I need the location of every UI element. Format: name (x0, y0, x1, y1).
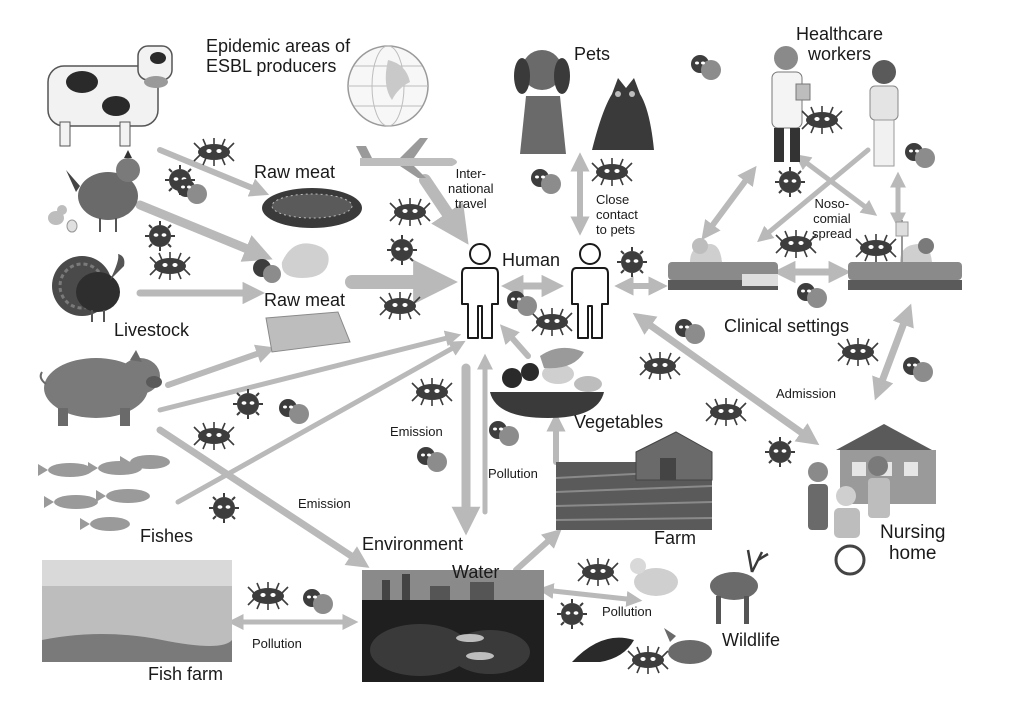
airplane-illustration (356, 138, 457, 178)
arrow-worker-bed-left (701, 165, 757, 241)
arrow-pig-to-environment (156, 426, 370, 568)
arrow-water-wildlife (537, 583, 643, 607)
arrow-chicken-to-rawmeat (135, 200, 273, 262)
wildlife-label: Wildlife (722, 630, 781, 650)
raw-meat-mid-label: Raw meat (264, 290, 346, 310)
arrow-pig-to-human (157, 330, 462, 413)
pollution-farm-label: Pollution (488, 466, 538, 481)
fish-farm-label: Fish farm (148, 664, 224, 684)
close-contact-label: Close contact to pets (596, 192, 638, 237)
nosocomial-spread-label: Noso- comial spread (812, 196, 852, 241)
arrow-water-to-farm (513, 528, 562, 573)
transmission-arrows (135, 147, 914, 631)
pets-illustration (514, 50, 654, 154)
water-label: Water (452, 562, 500, 582)
pollution-fishfarm-label: Pollution (252, 636, 302, 651)
pollution-wildlife-label: Pollution (602, 604, 652, 619)
turkey-illustration (52, 254, 125, 322)
arrow-worker-bed-right (794, 154, 878, 216)
arrow-travel-to-human (419, 174, 469, 245)
emission-left-label: Emission (298, 496, 351, 511)
emission-center-label: Emission (390, 424, 443, 439)
clinical-beds-illustration (668, 220, 962, 290)
vegetables-illustration (490, 347, 604, 418)
arrow-pig-to-rawmeat (165, 344, 276, 388)
fishes-label: Fishes (140, 526, 194, 546)
healthcare-workers-label: Healthcare workers (796, 24, 884, 64)
epidemic-areas-label: Epidemic areas of ESBL producers (206, 36, 351, 76)
arrow-vegetables-to-human (499, 324, 531, 359)
arrow-clinical-nursing (632, 312, 820, 446)
international-travel-label: Inter- national travel (448, 166, 494, 211)
vegetables-label: Vegetables (574, 412, 664, 432)
admission-label: Admission (776, 386, 836, 401)
fishes-illustration (38, 455, 170, 531)
chicken-illustration (48, 150, 140, 233)
pets-label: Pets (574, 44, 611, 64)
nursing-home-label: Nursing home (880, 522, 946, 564)
raw-meat-illustrations (253, 188, 362, 353)
arrow-cow-to-rawmeat (157, 147, 270, 197)
human-label: Human (502, 250, 561, 270)
farm-illustration (555, 431, 713, 530)
healthcare-workers-illustration (771, 46, 899, 167)
livestock-label: Livestock (114, 320, 190, 340)
farm-label: Farm (654, 528, 696, 548)
fish-farm-illustration (42, 560, 232, 662)
wildlife-illustration (572, 549, 769, 664)
clinical-settings-label: Clinical settings (724, 316, 850, 336)
environment-label: Environment (362, 534, 464, 554)
pig-illustration (39, 350, 162, 426)
nursing-home-illustration (808, 424, 936, 576)
arrow-nursing-clinical (872, 303, 914, 401)
environment-factory-illustration (362, 570, 544, 682)
raw-meat-top-label: Raw meat (254, 162, 336, 182)
globe-illustration (347, 45, 429, 127)
cow-illustration (47, 45, 173, 147)
